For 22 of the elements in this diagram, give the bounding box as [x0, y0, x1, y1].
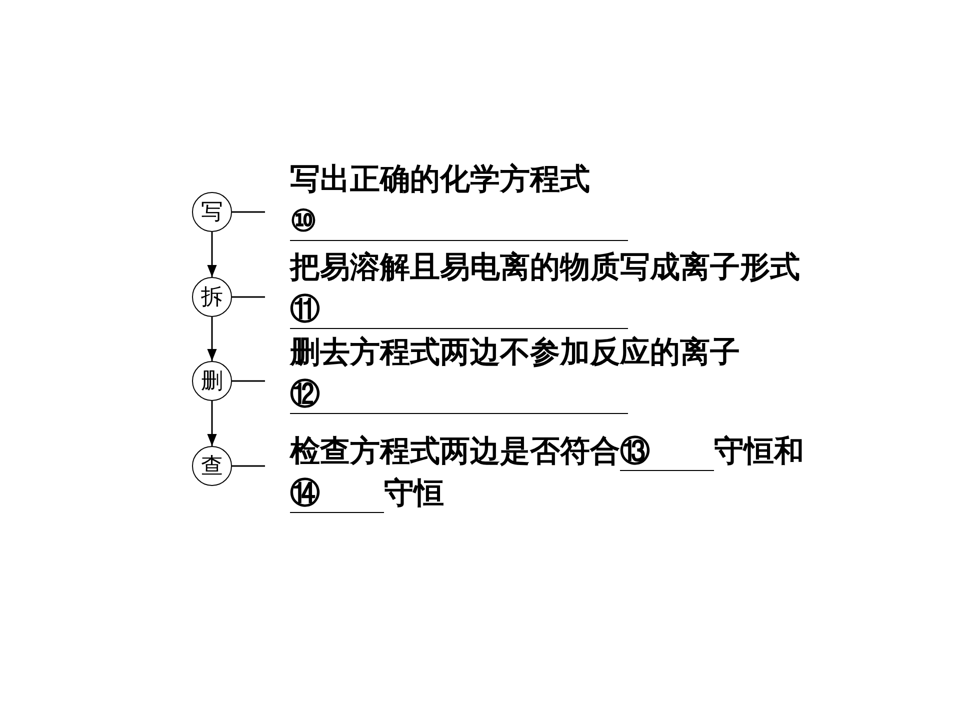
connector-line [232, 211, 265, 213]
step-text: 守恒 [384, 477, 444, 510]
arrow [207, 317, 217, 361]
step-circle: 拆 [192, 277, 232, 317]
fill-in-line: ⑩ [290, 204, 628, 241]
step-text: 守恒和 [714, 435, 804, 468]
fill-in-line: ⑬ [620, 434, 714, 471]
arrow [207, 401, 217, 446]
arrow [207, 232, 217, 277]
fill-in-line: ⑭ [290, 476, 384, 513]
step-text: 检查方程式两边是否符合 [290, 435, 620, 468]
fill-in-line: ⑫ [290, 377, 628, 414]
connector-line [232, 465, 265, 467]
step-circle: 查 [192, 446, 232, 486]
step-circle: 删 [192, 361, 232, 401]
step-text: 写出正确的化学方程式 [290, 163, 590, 196]
connector-line [232, 296, 265, 298]
connector-line [232, 380, 265, 382]
fill-in-line: ⑪ [290, 292, 628, 329]
step-circle: 写 [192, 192, 232, 232]
step-text: 把易溶解且易电离的物质写成离子形式 [290, 251, 800, 284]
step-text: 删去方程式两边不参加反应的离子 [290, 336, 740, 369]
